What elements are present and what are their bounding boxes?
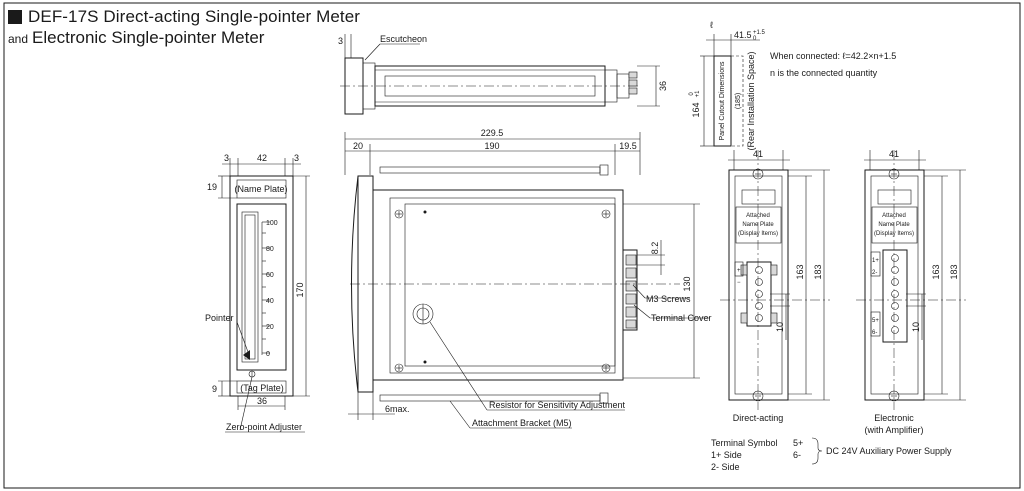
direct-dim-183: 183: [813, 264, 823, 279]
direct-plate-3: (Display Items): [738, 231, 778, 237]
elec-caption-2: (with Amplifier): [864, 425, 923, 435]
scale-ticks: [261, 221, 270, 355]
terminal-legend: Terminal Symbol 5+ 1+ Side 6- 2- Side DC…: [711, 437, 952, 472]
ell-symbol: ℓ: [710, 20, 714, 30]
top-dim-36: 36: [658, 81, 668, 91]
title-block: DEF-17S Direct-acting Single-pointer Met…: [6, 6, 360, 50]
elec-caption-1: Electronic: [874, 413, 914, 423]
scale-20: 20: [266, 324, 274, 331]
elec-plate-1: Attached: [882, 213, 906, 219]
zero-adjuster-label: Zero-point Adjuster: [226, 422, 302, 432]
legend-6minus: 6-: [793, 450, 801, 460]
front-dim-width: 42: [257, 153, 267, 163]
scale-100: 100: [266, 220, 278, 227]
scale-40: 40: [266, 298, 274, 305]
direct-plate-2: Name Plate: [742, 222, 774, 228]
title-row-2: and Electronic Single-pointer Meter: [6, 28, 360, 50]
elec-pin-5plus: 5+: [872, 318, 879, 324]
scale-80: 80: [266, 246, 274, 253]
escutcheon-label: Escutcheon: [380, 34, 427, 44]
legend-brace: [811, 437, 823, 465]
panel-cutout-text: Panel Cutout Dimensions: [719, 61, 726, 140]
name-plate-label: (Name Plate): [234, 184, 287, 194]
title-line-1: DEF-17S Direct-acting Single-pointer Met…: [28, 7, 361, 26]
scale-0: 0: [266, 351, 270, 358]
legend-header: Terminal Symbol: [711, 438, 778, 448]
elec-plate-2: Name Plate: [878, 222, 910, 228]
pointer-label: Pointer: [205, 313, 234, 323]
rear-electronic-view: 41 Attached Name Plate (Display Items) 1…: [856, 149, 966, 435]
cutout-tol-lo: 0: [753, 36, 757, 42]
elec-terminal-block: 1+ 2- 5+ 6-: [870, 249, 908, 343]
direct-pin-minus: −: [737, 280, 741, 286]
front-dim-base: 36: [257, 396, 267, 406]
side-dim-6max: 6max.: [385, 404, 410, 414]
elec-dim-10: 10: [911, 322, 921, 332]
panel-cutout: ℓ 41.5 +1.5 0 Panel Cutout Dimensions (1…: [689, 20, 896, 151]
front-dim-bottom: 9: [212, 384, 217, 394]
tag-plate-label: (Tag Plate): [240, 383, 284, 393]
top-view: 36 3 Escutcheon: [338, 34, 668, 115]
legend-dc: DC 24V Auxiliary Power Supply: [826, 446, 952, 456]
cutout-dim-164: 164: [691, 102, 701, 117]
direct-dim-163: 163: [795, 264, 805, 279]
cutout-dim-41-5: 41.5: [734, 30, 752, 40]
front-dim-left: 3: [224, 153, 229, 163]
elec-pin-2minus: 2-: [872, 270, 877, 276]
terminal-cover-label: Terminal Cover: [651, 313, 712, 323]
top-dim-3: 3: [338, 36, 343, 46]
elec-dim-183: 183: [949, 264, 959, 279]
side-dim-190: 190: [484, 141, 499, 151]
cutout-164-tol-hi: +1: [695, 90, 701, 98]
direct-caption: Direct-acting: [733, 413, 784, 423]
pointer-icon: [243, 350, 250, 360]
cutout-dim-185: (185): [735, 93, 742, 109]
scale-60: 60: [266, 272, 274, 279]
legend-5plus: 5+: [793, 438, 803, 448]
elec-pin-1plus: 1+: [872, 258, 879, 264]
side-dim-total: 229.5: [481, 128, 504, 138]
title-and: and: [8, 32, 29, 46]
direct-plate-1: Attached: [746, 213, 770, 219]
resistor-label: Resistor for Sensitivity Adjustment: [489, 400, 626, 410]
legend-side2: 2- Side: [711, 462, 740, 472]
front-dim-top: 19: [207, 182, 217, 192]
title-square-icon: [8, 10, 22, 24]
front-view: 3 42 3 (Name Plate) 100 80 60 40 20: [205, 153, 310, 433]
direct-pin-plus: +: [737, 268, 741, 274]
rear-direct-view: 41 Attached Name Plate (Display Items) +…: [720, 149, 830, 423]
side-terminals: [622, 249, 638, 331]
elec-dim-163: 163: [931, 264, 941, 279]
m3-screws-label: M3 Screws: [646, 294, 691, 304]
cutout-tol-hi: +1.5: [753, 30, 766, 36]
elec-pin-6minus: 6-: [872, 330, 877, 336]
side-dim-19-5: 19.5: [619, 141, 637, 151]
title-row-1: DEF-17S Direct-acting Single-pointer Met…: [6, 6, 360, 28]
front-dim-height: 170: [295, 282, 305, 297]
outer-border: [3, 2, 1021, 489]
title-line-2: Electronic Single-pointer Meter: [32, 28, 265, 47]
direct-dim-10: 10: [775, 322, 785, 332]
side-dim-8-2: 8.2: [650, 242, 660, 255]
rear-space-text: (Rear Installation Space): [746, 51, 756, 150]
legend-side1: 1+ Side: [711, 450, 742, 460]
bracket-label: Attachment Bracket (M5): [472, 418, 572, 428]
elec-plate-3: (Display Items): [874, 231, 914, 237]
side-dim-130: 130: [682, 276, 692, 291]
connected-quantity: n is the connected quantity: [770, 68, 878, 78]
cutout-164-tol-lo: 0: [689, 92, 695, 96]
side-view: 229.5 20 190 19.5: [344, 128, 712, 429]
side-dim-20: 20: [353, 141, 363, 151]
connected-formula: When connected: ℓ=42.2×n+1.5: [770, 51, 896, 61]
front-dim-right: 3: [294, 153, 299, 163]
